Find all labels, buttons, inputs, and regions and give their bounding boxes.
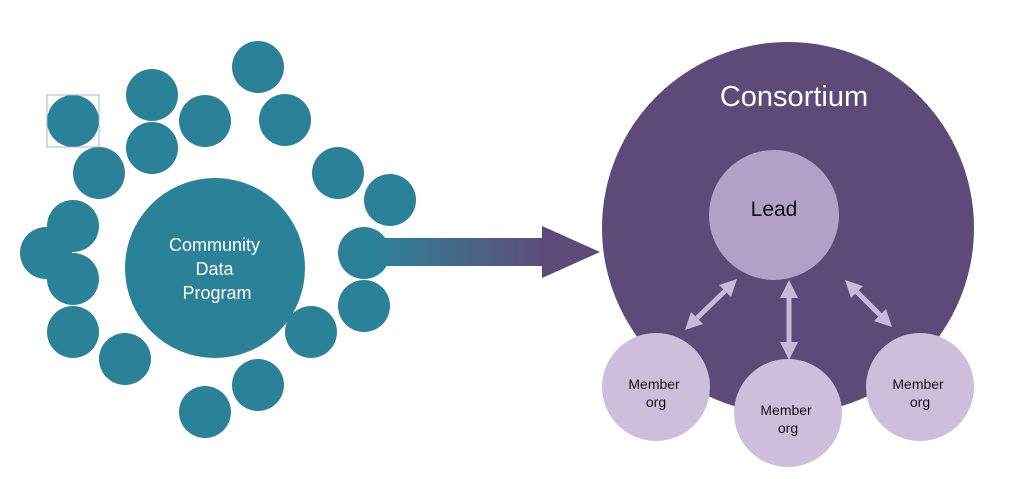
satellite-circle — [126, 122, 178, 174]
lead-circle — [709, 150, 839, 280]
selection-box[interactable] — [46, 94, 100, 148]
program-label-line: Data — [195, 259, 234, 279]
satellite-circle — [338, 280, 390, 332]
member-org-center: Member org — [734, 359, 842, 467]
member-org-left: Member org — [602, 333, 710, 441]
member-label: Member org — [892, 376, 947, 410]
satellite-circle — [285, 306, 337, 358]
member-label-line: Member — [892, 376, 944, 392]
member-circle — [602, 333, 710, 441]
community-data-program-label: Community Data Program — [169, 235, 265, 303]
double-arrow-center — [780, 280, 798, 360]
member-label-line: org — [778, 420, 798, 436]
satellite-circle — [99, 333, 151, 385]
satellite-circle — [47, 306, 99, 358]
member-circle — [734, 359, 842, 467]
member-circle — [866, 333, 974, 441]
community-cluster: Community Data Program — [20, 41, 416, 438]
satellite-circle — [232, 359, 284, 411]
member-org-right: Member org — [866, 333, 974, 441]
satellite-circle — [47, 95, 99, 147]
satellite-circle — [179, 95, 231, 147]
flow-arrow — [376, 226, 600, 278]
double-arrow-left — [685, 279, 737, 330]
satellite-circle — [312, 147, 364, 199]
member-label-line: org — [646, 394, 666, 410]
flow-arrow-shaft — [376, 238, 546, 266]
satellite-circle — [364, 174, 416, 226]
consortium-title: Consortium — [720, 81, 868, 113]
satellite-circle — [47, 253, 99, 305]
satellite-circle — [179, 386, 231, 438]
program-label-line: Community — [169, 235, 260, 255]
consortium-group: Consortium Lead Member org — [602, 42, 974, 467]
satellite-circle — [232, 41, 284, 93]
lead-label: Lead — [751, 198, 798, 221]
satellite-circle — [126, 69, 178, 121]
community-data-program-circle — [125, 178, 305, 358]
member-label-line: Member — [628, 376, 680, 392]
double-arrow-right — [845, 280, 892, 327]
satellite-circle — [73, 147, 125, 199]
program-label-line: Program — [182, 283, 251, 303]
member-label: Member org — [628, 376, 683, 410]
flow-arrow-head — [542, 226, 600, 278]
satellite-circle — [259, 94, 311, 146]
member-label: Member org — [760, 402, 815, 436]
member-label-line: org — [910, 394, 930, 410]
member-label-line: Member — [760, 402, 812, 418]
